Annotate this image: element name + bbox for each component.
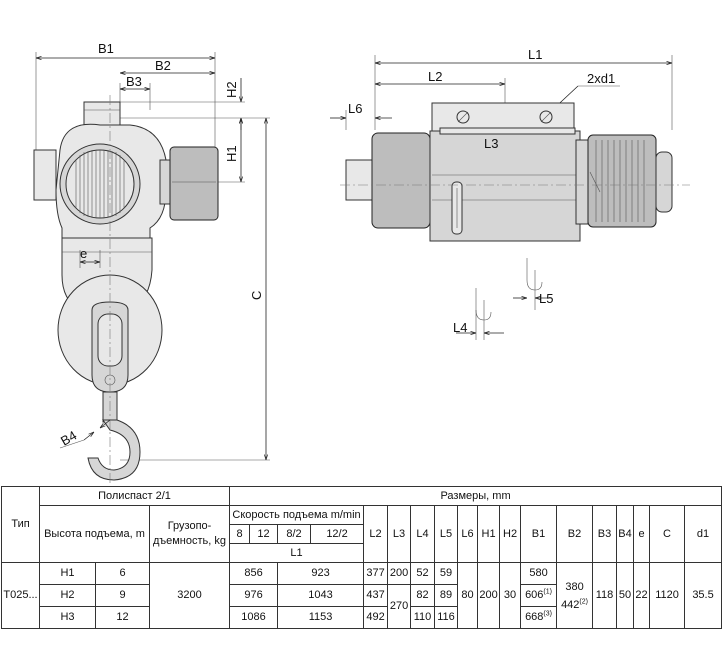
cell-capacity: 3200 — [148, 562, 231, 629]
header-c: C — [649, 505, 686, 563]
header-l5: L5 — [434, 505, 459, 563]
specifications-table: Тип Полиспаст 2/1 Размеры, mm Высота под… — [1, 486, 723, 629]
cell-l4: 82 — [410, 584, 436, 607]
hoist-drawing: B1 B2 B3 H2 H1 C e B4 L1 L2 L6 2xd1 L3 L… — [33, 41, 690, 485]
cell-l1-a: 856 — [229, 562, 279, 585]
header-capacity: Грузопо-дъемность, kg — [148, 505, 231, 563]
cell-l3: 270 — [387, 584, 412, 629]
cell-l2: 437 — [363, 584, 389, 607]
label-l4: L4 — [453, 320, 467, 335]
header-b4: B4 — [616, 505, 635, 563]
table-row: H3 12 1086 1153 492 110 116 668(3) — [2, 606, 722, 629]
side-view — [33, 52, 270, 485]
cell-b1: 580 — [520, 562, 558, 585]
header-lift-height: Высота подъема, m — [39, 505, 150, 563]
label-c: C — [249, 291, 264, 300]
cell-l5: 116 — [434, 606, 459, 629]
cell-l2: 377 — [363, 562, 389, 585]
cell-l1-a: 976 — [229, 584, 279, 607]
cell-b1: 606(1) — [520, 584, 558, 607]
cell-height-code: H2 — [39, 584, 96, 607]
header-b1: B1 — [520, 505, 558, 563]
cell-h1: 200 — [477, 562, 501, 629]
cell-l6: 80 — [457, 562, 479, 629]
cell-l5: 89 — [434, 584, 459, 607]
front-view — [330, 55, 690, 340]
header-row-2: Высота подъема, m Грузопо-дъемность, kg … — [2, 505, 723, 563]
cell-l5: 59 — [434, 562, 459, 585]
cell-l1-b: 1043 — [277, 584, 365, 607]
cell-height-code: H3 — [39, 606, 96, 629]
header-speed-12: 12 — [249, 524, 279, 544]
header-pulley: Полиспаст 2/1 — [38, 486, 231, 506]
cell-height-code: H1 — [39, 562, 96, 585]
header-h1: H1 — [477, 505, 501, 563]
label-e: e — [80, 246, 87, 261]
cell-h2: 30 — [499, 562, 522, 629]
header-speed-8-2: 8/2 — [277, 524, 312, 544]
cell-b1: 668(3) — [520, 606, 558, 629]
cell-b4: 50 — [616, 562, 635, 629]
header-speed-12-2: 12/2 — [310, 524, 365, 544]
cell-height-m: 6 — [95, 562, 150, 585]
header-h2: H2 — [499, 505, 522, 563]
header-l1: L1 — [229, 543, 365, 563]
cell-l1-b: 923 — [277, 562, 365, 585]
label-b4: B4 — [58, 428, 79, 449]
label-d1: 2xd1 — [587, 71, 615, 86]
cell-l4: 110 — [410, 606, 436, 629]
header-l2: L2 — [363, 505, 389, 563]
header-b2: B2 — [556, 505, 594, 563]
header-row-3: 8 12 8/2 12/2 — [2, 524, 722, 544]
cell-l1-b: 1153 — [277, 606, 365, 629]
cell-l4: 52 — [410, 562, 436, 585]
header-e: e — [633, 505, 651, 563]
cell-c: 1120 — [649, 562, 686, 629]
label-l3: L3 — [484, 136, 498, 151]
cell-height-m: 12 — [95, 606, 150, 629]
header-speed: Скорость подъема m/min — [229, 505, 365, 525]
header-l3: L3 — [387, 505, 412, 563]
header-dimensions: Размеры, mm — [229, 486, 723, 506]
header-b3: B3 — [592, 505, 618, 563]
label-l6: L6 — [348, 101, 362, 116]
header-d1: d1 — [684, 505, 723, 563]
cell-type: T025... — [1, 562, 40, 629]
label-l5: L5 — [539, 291, 553, 306]
header-l6: L6 — [457, 505, 479, 563]
label-h2: H2 — [224, 81, 239, 98]
label-b3: B3 — [126, 74, 142, 89]
header-speed-8: 8 — [229, 524, 251, 544]
cell-l1-a: 1086 — [229, 606, 279, 629]
label-h1: H1 — [224, 145, 239, 162]
label-l2: L2 — [428, 69, 442, 84]
table-row: T025... H1 6 3200 856 923 377 200 52 59 … — [1, 562, 723, 629]
cell-b3: 118 — [592, 562, 618, 629]
cell-l2: 492 — [363, 606, 389, 629]
cell-d1: 35.5 — [684, 562, 723, 629]
cell-height-m: 9 — [95, 584, 150, 607]
cell-e: 22 — [633, 562, 651, 629]
header-type: Тип — [1, 486, 40, 563]
header-row-1: Тип Полиспаст 2/1 Размеры, mm — [1, 486, 723, 563]
cell-l3: 200 — [387, 562, 412, 585]
header-l4: L4 — [410, 505, 436, 563]
label-b2: B2 — [155, 58, 171, 73]
label-b1: B1 — [98, 41, 114, 56]
label-l1: L1 — [528, 47, 542, 62]
